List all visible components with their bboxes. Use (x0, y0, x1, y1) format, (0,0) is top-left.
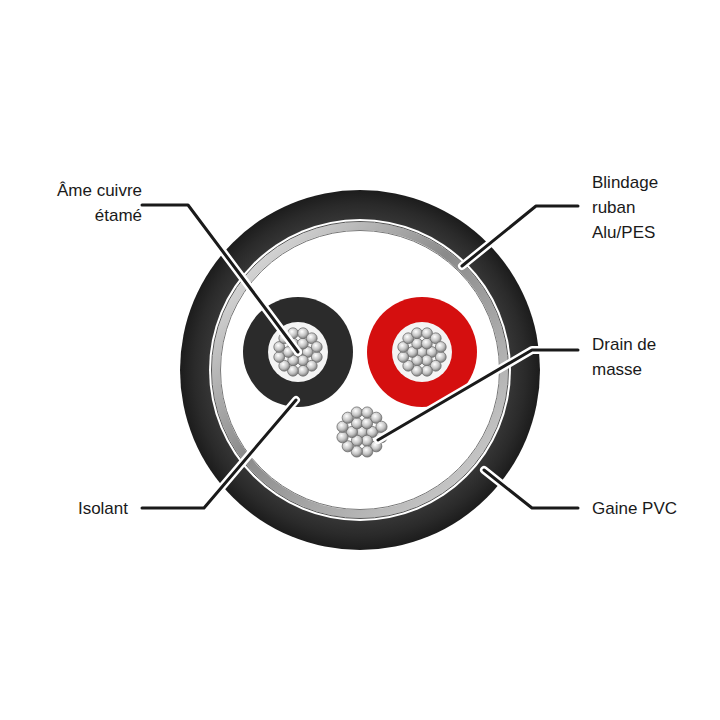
shield-edge (221, 231, 500, 510)
part-label: Isolant (18, 496, 128, 521)
wire-strand (337, 432, 348, 443)
part-label: Blindage ruban Alu/PES (592, 170, 676, 245)
wire-strand (298, 365, 309, 376)
leader-line (378, 350, 578, 440)
leader-lines (142, 205, 578, 508)
wire-strand (362, 446, 373, 457)
leader-line (462, 206, 578, 266)
leader-line (142, 205, 298, 352)
leader-line (484, 470, 578, 508)
wire-strand (435, 342, 446, 353)
wire-strand (412, 328, 423, 339)
part-label: Drain de masse (592, 332, 676, 382)
core-bed (392, 322, 452, 382)
wire-strand (311, 342, 322, 353)
part-label: Âme cuivre étamé (18, 178, 142, 228)
part-label: Gaine PVC (592, 496, 702, 521)
drain-wire (337, 407, 387, 457)
copper-core (398, 328, 446, 376)
wire-strand (422, 365, 433, 376)
wire-strand (376, 421, 387, 432)
leader-line (142, 400, 296, 508)
wire-strand (274, 352, 285, 363)
wire-strand (351, 407, 362, 418)
wire-strand (398, 352, 409, 363)
